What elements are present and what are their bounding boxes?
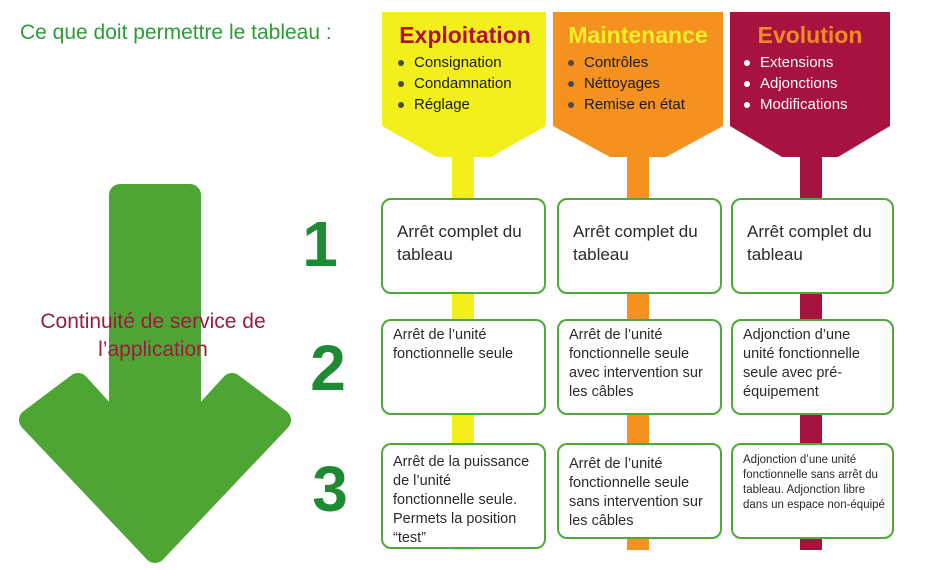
- maintenance-items: Contrôles Néttoyages Remise en état: [566, 52, 685, 115]
- level-number-3: 3: [312, 453, 348, 525]
- continuity-arrow: [19, 184, 291, 563]
- exploitation-items: Consignation Condamnation Réglage: [396, 52, 512, 115]
- maintenance-title: Maintenance: [568, 22, 708, 48]
- evolution-header: [730, 12, 890, 157]
- evolution-level-1: Arrêt complet du tableau: [731, 198, 894, 294]
- list-item: Consignation: [396, 52, 512, 73]
- list-item: Remise en état: [566, 94, 685, 115]
- maintenance-header: [553, 12, 723, 157]
- maintenance-level-1: Arrêt complet du tableau: [557, 198, 722, 294]
- evolution-items: Extensions Adjonctions Modifications: [742, 52, 848, 115]
- level-number-2: 2: [310, 332, 346, 404]
- exploitation-level-1: Arrêt complet du tableau: [381, 198, 546, 294]
- list-item: Condamnation: [396, 73, 512, 94]
- list-item: Adjonctions: [742, 73, 848, 94]
- list-item: Extensions: [742, 52, 848, 73]
- exploitation-level-3: Arrêt de la puissance de l’unité fonctio…: [381, 443, 546, 549]
- exploitation-header: [382, 12, 546, 157]
- evolution-level-2: Adjonction d’une unité fonctionnelle seu…: [731, 319, 894, 415]
- list-item: Modifications: [742, 94, 848, 115]
- list-item: Néttoyages: [566, 73, 685, 94]
- intro-text: Ce que doit permettre le tableau :: [20, 21, 332, 44]
- continuity-label: Continuité de service de l’application: [40, 310, 266, 361]
- exploitation-level-2: Arrêt de l’unité fonctionnelle seule: [381, 319, 546, 415]
- exploitation-title: Exploitation: [399, 22, 531, 48]
- evolution-level-3: Adjonction d’une unité fonctionnelle san…: [731, 443, 894, 539]
- maintenance-level-3: Arrêt de l’unité fonctionnelle seule san…: [557, 443, 722, 539]
- maintenance-level-2: Arrêt de l’unité fonctionnelle seule ave…: [557, 319, 722, 415]
- list-item: Réglage: [396, 94, 512, 115]
- level-number-1: 1: [302, 208, 338, 280]
- evolution-title: Evolution: [757, 22, 863, 48]
- list-item: Contrôles: [566, 52, 685, 73]
